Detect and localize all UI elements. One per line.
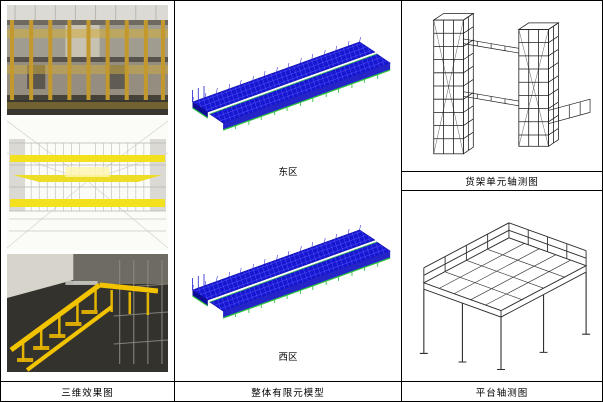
fem-image-stack: 东区 [175, 1, 401, 381]
platform-cell: 平台轴测图 [402, 191, 602, 401]
platform-graphic [408, 195, 596, 377]
mezzanine-3d-render [7, 119, 168, 250]
3d-render-graphic [7, 119, 168, 250]
staircase-photo-graphic [7, 254, 168, 372]
fem-model-west-image [183, 192, 393, 350]
warehouse-mezzanine-photo [7, 5, 168, 115]
fem-model-east-image [183, 7, 393, 165]
west-zone-label: 西区 [278, 352, 298, 363]
fem-east-graphic [183, 7, 393, 165]
caption-rack-unit: 货架单元轴测图 [402, 171, 602, 191]
warehouse-photo-graphic [7, 5, 168, 115]
staircase-photo [7, 254, 168, 372]
3d-effects-image-stack [1, 1, 174, 381]
platform-axonometric-image [402, 191, 602, 381]
caption-platform: 平台轴测图 [402, 381, 602, 401]
rack-unit-axonometric-image [402, 1, 602, 171]
caption-fem-model: 整体有限元模型 [175, 381, 401, 401]
rack-unit-cell: 货架单元轴测图 [402, 1, 602, 191]
column-3d-effects: 三维效果图 [1, 1, 174, 401]
column-fem-models: 东区 [174, 1, 401, 401]
rack-unit-graphic [408, 5, 596, 167]
column-axonometric: 货架单元轴测图 [401, 1, 602, 401]
east-zone-label: 东区 [278, 167, 298, 178]
caption-3d-effect: 三维效果图 [1, 381, 174, 401]
fem-west-graphic [183, 192, 393, 350]
